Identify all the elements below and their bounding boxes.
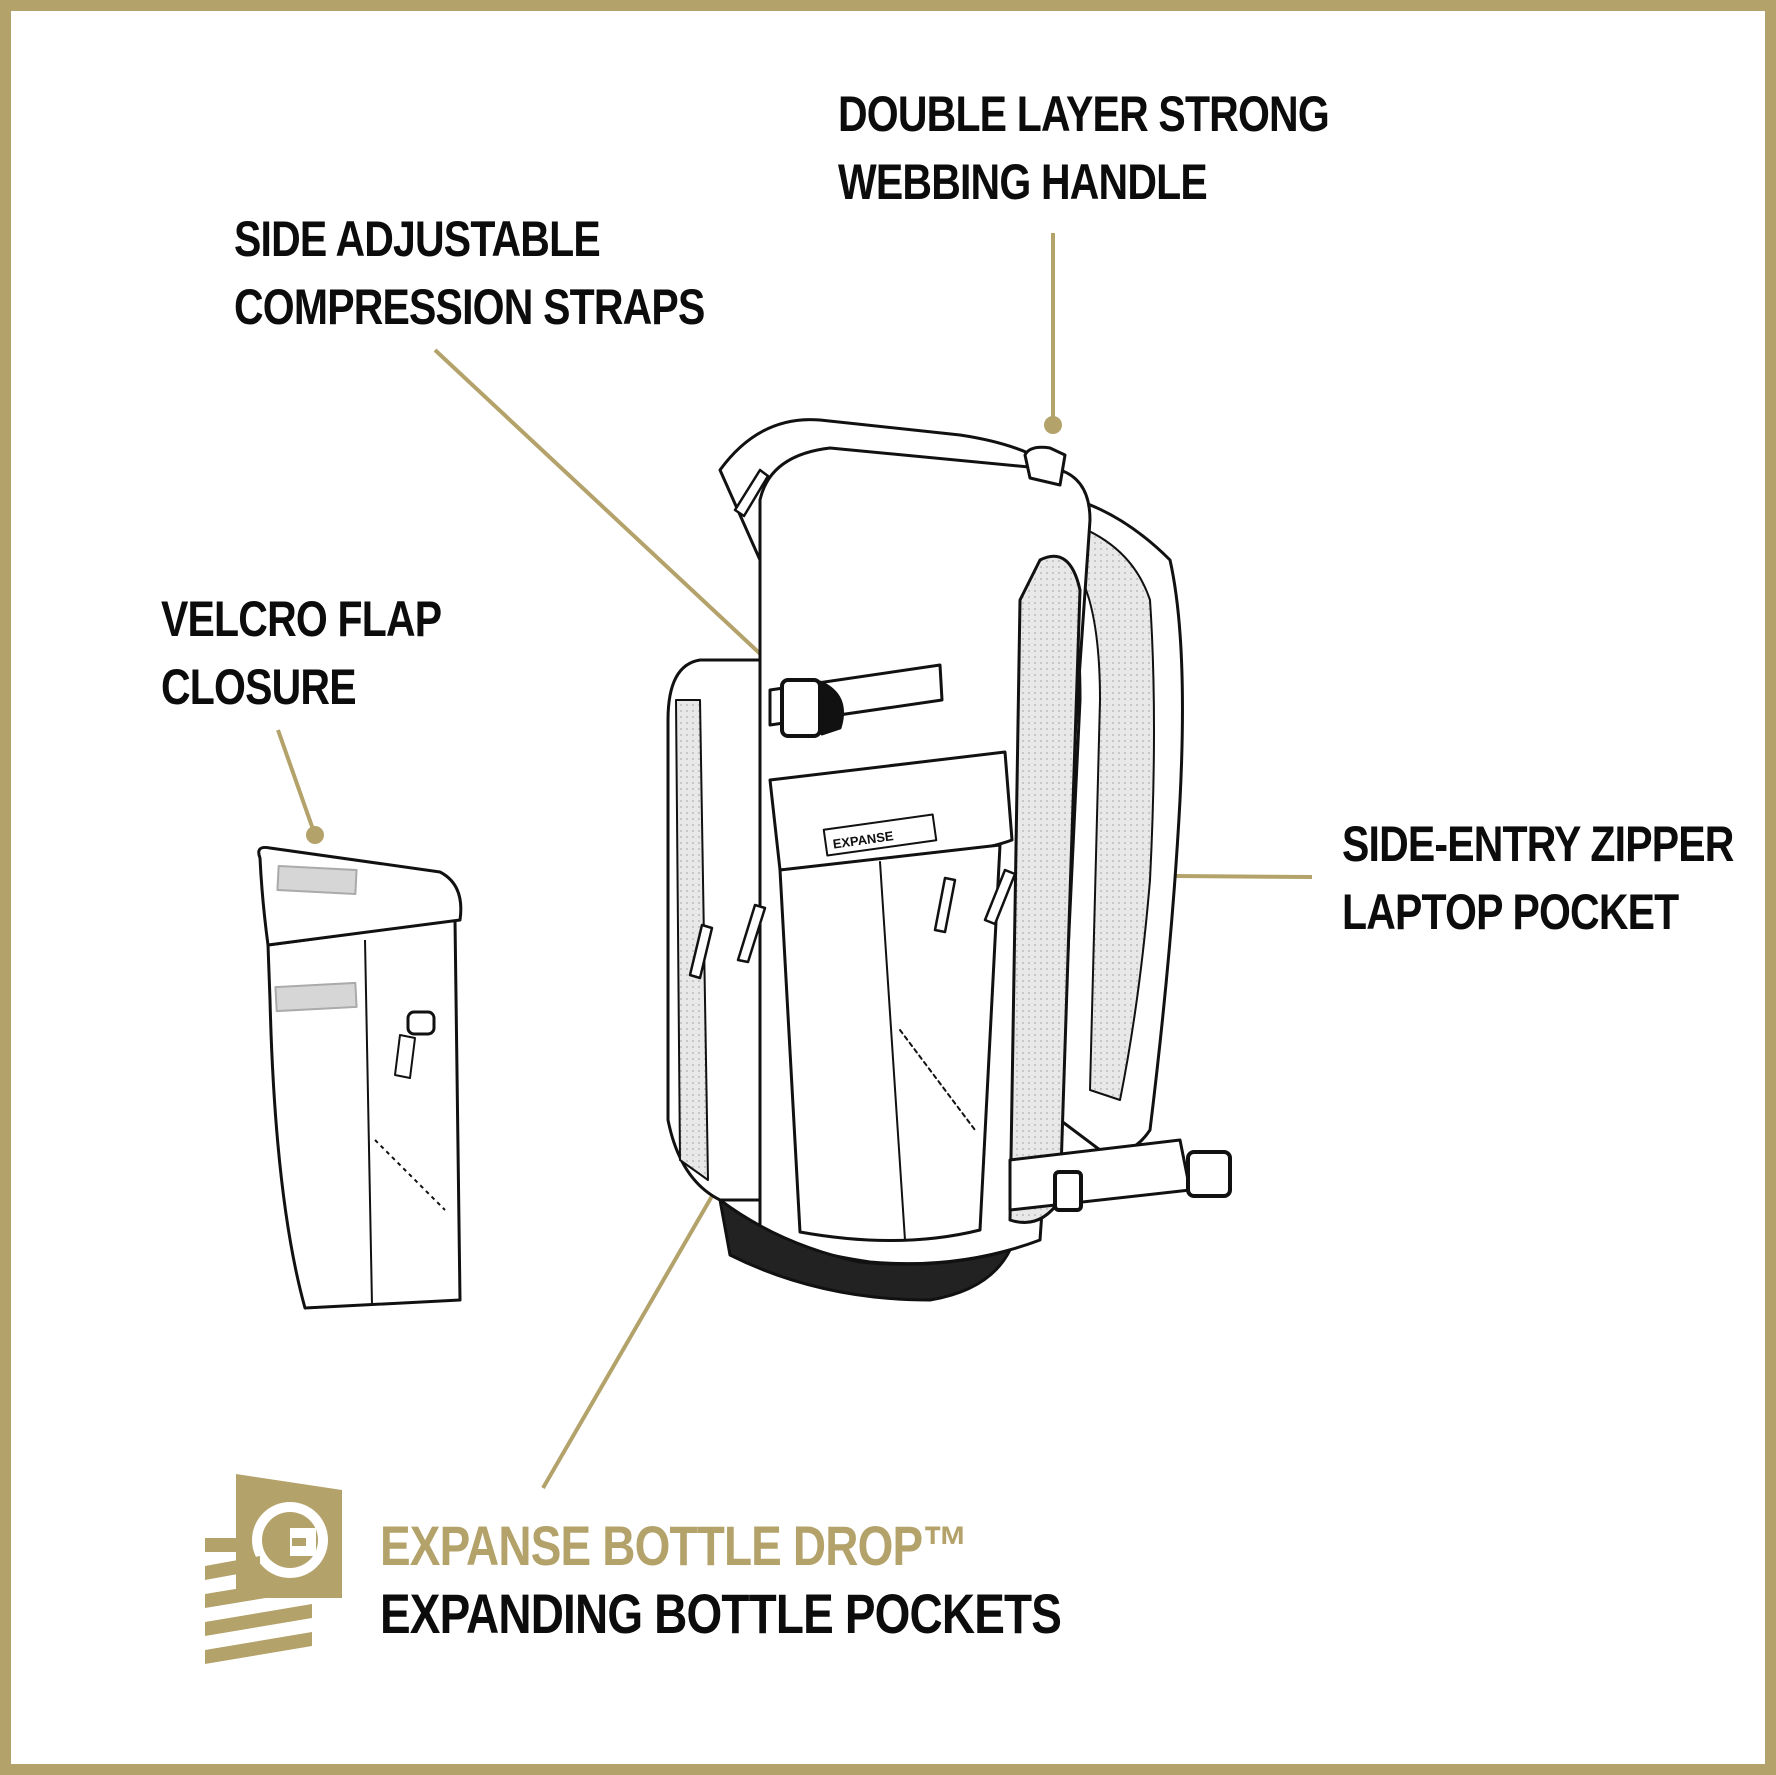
side-panel-mesh [675,699,709,1181]
backpack-drawing: EXPANSE [666,418,1232,1302]
callout-handle-line2: WEBBING HANDLE [838,154,1208,210]
callout-laptop-line2: LAPTOP POCKET [1342,884,1679,940]
callout-handle-line1: DOUBLE LAYER STRONG [838,86,1330,142]
callout-laptop: SIDE-ENTRY ZIPPER LAPTOP POCKET [1342,810,1734,946]
expanse-g-shield-icon [205,1474,342,1664]
hip-slider [1053,1170,1083,1212]
brand-subtitle: EXPANDING BOTTLE POCKETS [380,1582,1062,1645]
brand-block: EXPANSE BOTTLE DROP™ EXPANDING BOTTLE PO… [380,1512,1062,1648]
bottom-base [718,1198,1012,1302]
bottle-pocket-body [266,918,462,1310]
front-lower-pocket [778,843,1002,1242]
leader-handle-dot [1044,416,1062,434]
velcro-patch-top [276,864,358,896]
callout-velcro: VELCRO FLAP CLOSURE [161,585,442,721]
bottle-pocket-drawing [257,846,463,1310]
strap-buckle [780,678,822,738]
leader-straps [433,348,772,665]
brand-title: EXPANSE BOTTLE DROP™ [380,1514,968,1577]
bag-patch [822,813,938,857]
callout-velcro-line1: VELCRO FLAP [161,591,442,647]
hip-buckle [1186,1150,1232,1198]
callout-velcro-line2: CLOSURE [161,659,357,715]
callout-handle: DOUBLE LAYER STRONG WEBBING HANDLE [838,80,1330,216]
zipper-pulls [688,468,1017,980]
callout-straps-line1: SIDE ADJUSTABLE [234,211,601,267]
velcro-patch-lower [274,981,358,1013]
callout-straps-line2: COMPRESSION STRAPS [234,279,705,335]
shoulder-strap-mesh [1059,519,1155,1101]
strap-buckle-tip [818,680,844,736]
leader-velcro [276,729,317,836]
callout-laptop-line1: SIDE-ENTRY ZIPPER [1342,816,1734,872]
callout-straps: SIDE ADJUSTABLE COMPRESSION STRAPS [234,205,705,341]
leader-velcro-dot [306,826,324,844]
top-handle [1023,445,1067,487]
bottle-pocket-buckle [406,1010,436,1036]
